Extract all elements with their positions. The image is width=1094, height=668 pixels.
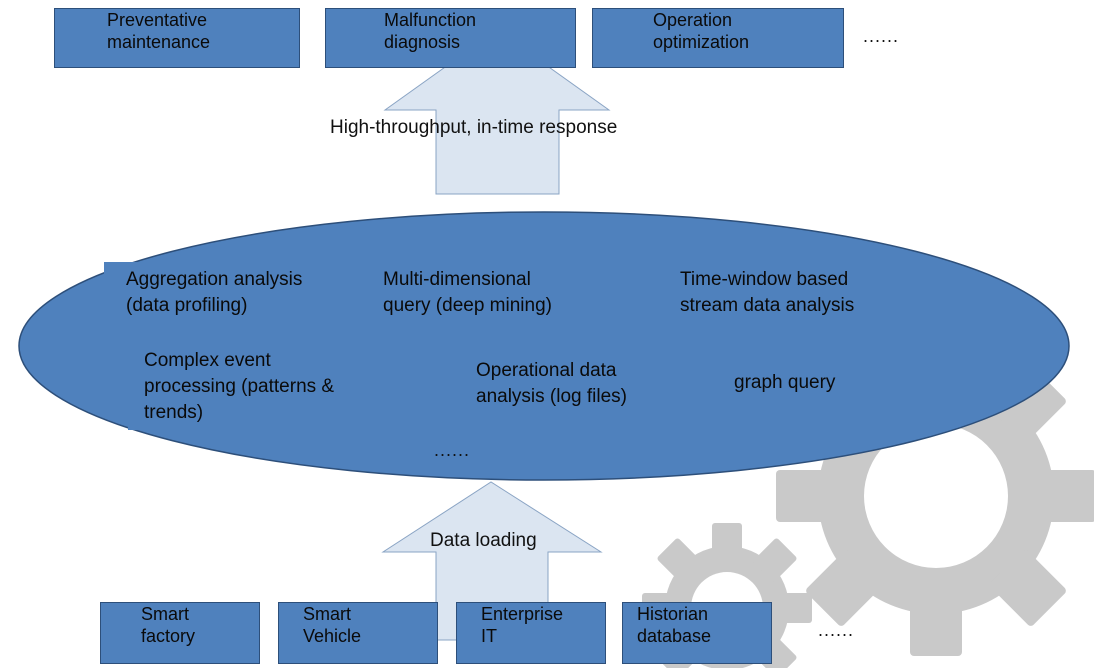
analytics-item-multidimensional: Multi-dimensional query (deep mining) [371,262,599,330]
analytics-item-operational-data: Operational data analysis (log files) [458,358,688,420]
output-box-preventative-maintenance: Preventative maintenance [54,8,300,68]
source-box-enterprise-it: Enterprise IT [456,602,606,664]
lower-arrow-label: Data loading [430,530,537,551]
source-box-smart-vehicle: Smart Vehicle [278,602,438,664]
analytics-item-complex-event: Complex event processing (patterns & tre… [128,348,390,430]
upper-arrow-label: High-throughput, in-time response [330,117,618,138]
output-box-operation-optimization: Operation optimization [592,8,844,68]
analytics-more: ...... [434,440,471,460]
analytics-ellipse [18,211,1070,481]
upper-arrow [383,29,611,195]
sources-more: ...... [818,620,855,640]
source-box-smart-factory: Smart factory [100,602,260,664]
analytics-item-aggregation: Aggregation analysis (data profiling) [104,262,359,330]
gear-icon-large [776,336,1094,656]
analytics-item-time-window: Time-window based stream data analysis [658,262,908,330]
source-box-historian-database: Historian database [622,602,772,664]
analytics-item-graph-query: graph query [708,358,888,412]
output-box-malfunction-diagnosis: Malfunction diagnosis [325,8,576,68]
outputs-more: ...... [863,26,900,46]
